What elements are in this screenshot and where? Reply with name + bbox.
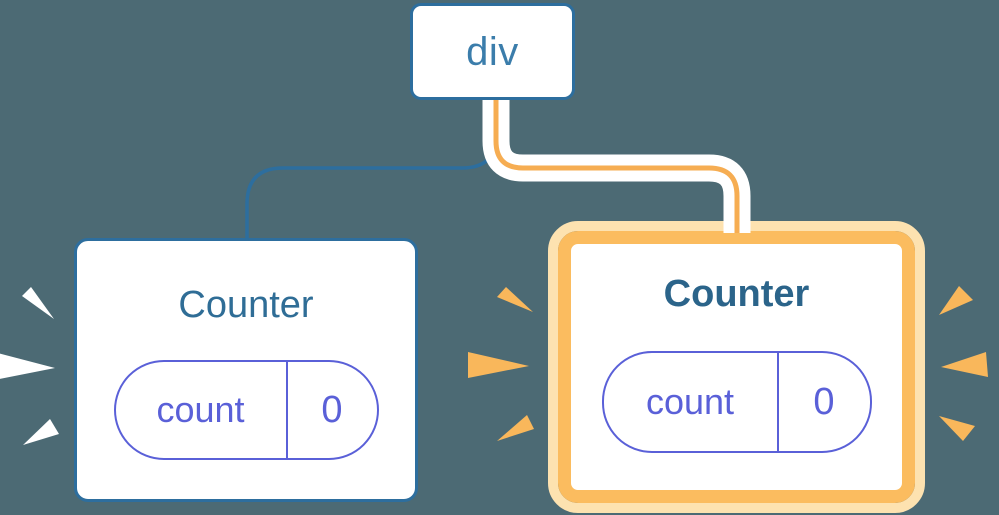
- burst-right-card-right-icon: [939, 286, 988, 441]
- edge-root-to-right-counter-tube: [482, 98, 751, 233]
- burst-right-card-left-icon: [468, 287, 534, 441]
- root-node-label: div: [466, 29, 519, 74]
- state-key: count: [604, 353, 779, 451]
- state-value: 0: [321, 388, 343, 431]
- state-pill: count 0: [113, 360, 379, 460]
- counter-title: Counter: [663, 273, 810, 315]
- burst-left-white-icon: [0, 287, 59, 445]
- root-node-div: div: [410, 3, 575, 100]
- state-value: 0: [813, 380, 835, 423]
- counter-card-right-highlight-ring: Counter count 0: [548, 221, 925, 513]
- state-key: count: [116, 362, 288, 458]
- edge-root-to-left-counter: [245, 101, 499, 241]
- counter-card-right: Counter count 0: [558, 231, 915, 503]
- counter-title: Counter: [178, 284, 314, 326]
- counter-card-left: Counter count 0: [74, 238, 418, 502]
- edge-root-to-right-counter-stripe: [493, 98, 740, 233]
- state-pill: count 0: [601, 351, 872, 453]
